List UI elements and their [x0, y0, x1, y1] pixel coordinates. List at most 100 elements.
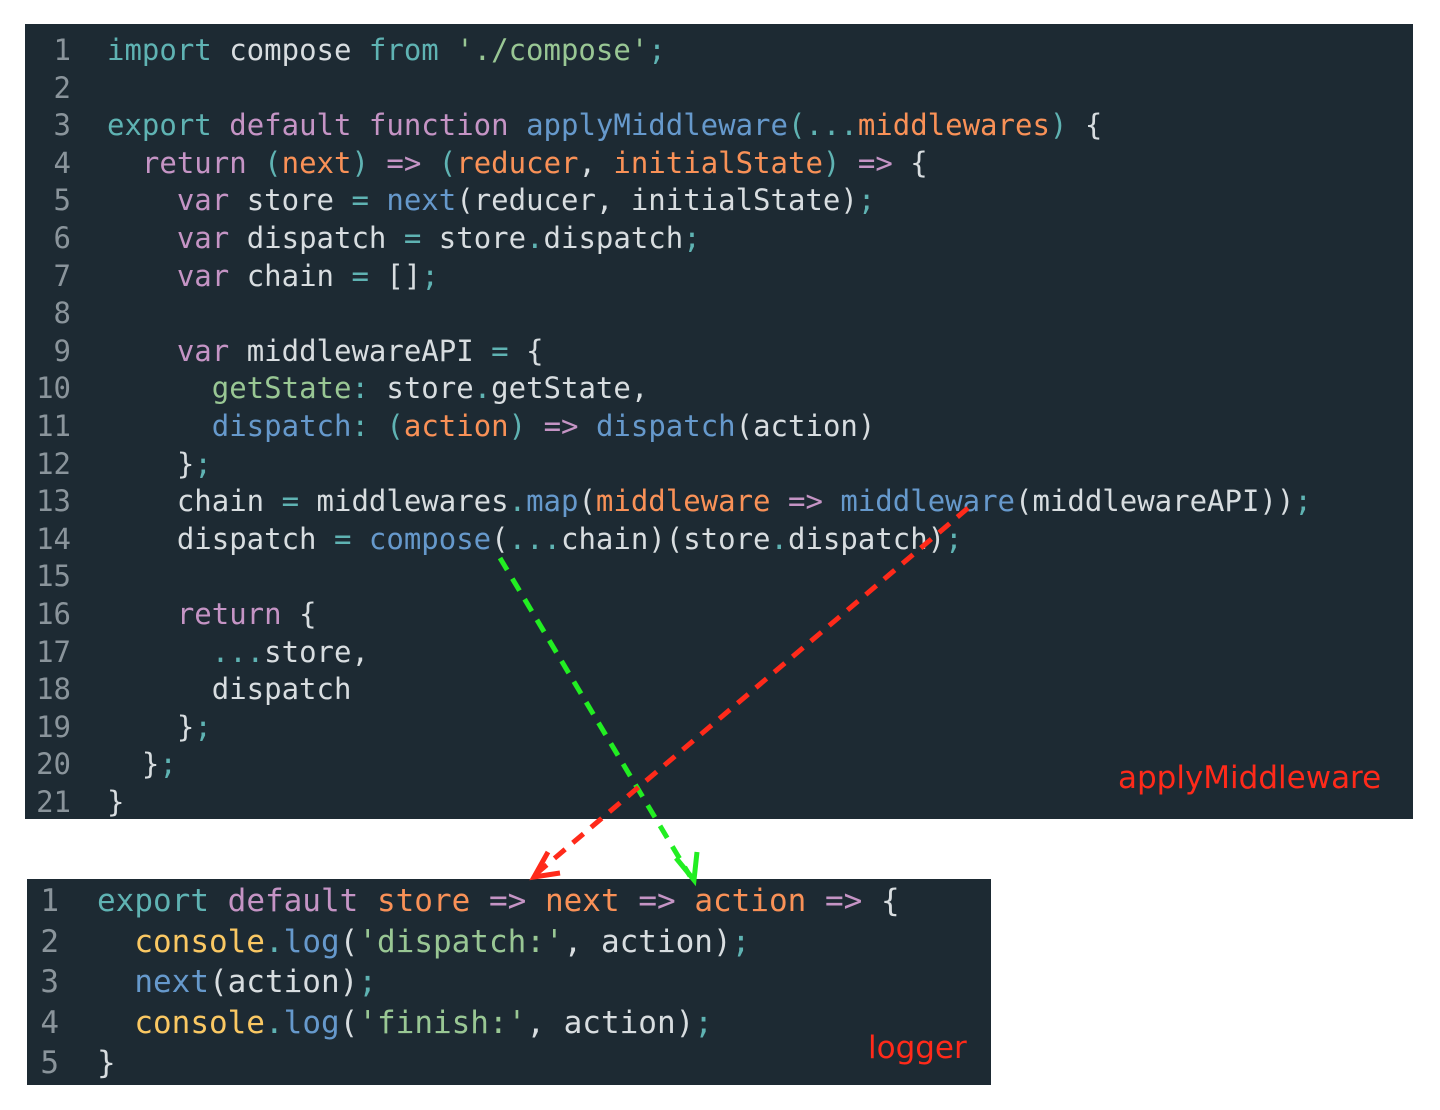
code-token: = [491, 333, 509, 368]
code-token: action [694, 883, 807, 919]
code-token: compose [368, 521, 492, 556]
line-number: 4 [53, 145, 71, 180]
code-token: dispatch [595, 408, 736, 443]
code-token [578, 409, 595, 443]
code-token: var [176, 333, 230, 368]
code-token [107, 334, 177, 368]
line-number: 10 [36, 371, 71, 406]
code-token: . [508, 484, 527, 519]
code-line: 5} [27, 1043, 900, 1084]
code-token: initialState [613, 145, 823, 180]
code-token [509, 108, 526, 142]
code-token: } [107, 446, 195, 481]
code-token: ; [194, 446, 212, 481]
code-token: ... [508, 521, 561, 556]
code-token: ( [578, 484, 596, 519]
code-token [526, 883, 545, 919]
code-token: [] [368, 258, 422, 293]
line-number: 19 [36, 709, 71, 744]
code-token: next [134, 964, 209, 1001]
line-number: 18 [36, 672, 71, 707]
code-line: 4 return (next) => (reducer, initialStat… [25, 145, 1312, 183]
code-line: 15 [25, 558, 1312, 596]
code-token: (action) [208, 964, 359, 1001]
line-number: 3 [53, 108, 71, 143]
code-token [97, 1005, 134, 1041]
code-token: return [141, 145, 247, 180]
code-token: { [508, 333, 544, 368]
code-token [97, 964, 134, 1000]
code-token: getState [211, 371, 352, 406]
code-text: var middlewareAPI = { [107, 333, 544, 371]
code-token: { [892, 145, 928, 180]
code-token: ; [648, 33, 666, 67]
line-number: 9 [53, 333, 71, 368]
code-token: middleware [595, 484, 771, 519]
code-token: console [134, 1004, 265, 1041]
code-token: ; [683, 220, 701, 255]
line-number: 13 [36, 484, 71, 519]
code-token: (action) [735, 408, 876, 443]
line-number: 1 [53, 33, 71, 67]
code-token [526, 409, 543, 443]
line-number: 6 [53, 220, 71, 255]
code-token [107, 371, 212, 405]
code-token: ; [857, 183, 876, 218]
code-token: => [488, 883, 527, 919]
code-token: chain [229, 258, 352, 293]
code-token: ) [508, 408, 527, 443]
code-token: dispatch [107, 521, 334, 556]
code-token: getState, [491, 371, 649, 406]
code-token: compose [211, 33, 369, 67]
code-token [107, 146, 142, 180]
code-token: middlewares [299, 484, 509, 519]
code-token: default [227, 883, 359, 919]
code-token: dispatch [229, 220, 404, 255]
line-number: 11 [36, 408, 71, 443]
code-token: console [134, 923, 265, 960]
code-token: ; [731, 923, 751, 960]
line-number: 16 [36, 596, 71, 631]
code-text: return { [107, 596, 317, 634]
apply-middleware-label: applyMiddleware [1118, 760, 1382, 796]
code-text: dispatch [107, 671, 352, 709]
code-token: ; [194, 709, 212, 744]
code-token: store [421, 220, 527, 255]
code-token: ( [787, 108, 806, 143]
code-token [209, 883, 228, 919]
code-token: ( [438, 145, 457, 180]
line-number: 12 [36, 446, 71, 481]
line-number: 21 [36, 784, 71, 819]
code-token: ... [211, 634, 265, 669]
code-token: log [283, 923, 340, 960]
code-text: var dispatch = store.dispatch; [107, 220, 701, 258]
code-token: => [638, 883, 676, 919]
line-number: 5 [53, 183, 71, 218]
code-text: getState: store.getState, [107, 370, 649, 408]
code-token: . [264, 1004, 284, 1041]
code-token: function [368, 108, 509, 143]
code-token: = [333, 521, 352, 556]
code-token: store [376, 883, 471, 919]
code-token [351, 522, 368, 556]
code-text: console.log('dispatch:', action); [97, 922, 750, 963]
code-token [806, 883, 825, 919]
code-token [620, 883, 639, 919]
code-token: next [544, 883, 620, 919]
code-token: chain [107, 484, 282, 519]
code-token: ) [822, 145, 841, 180]
code-text: ...store, [107, 634, 369, 672]
line-number: 17 [36, 634, 71, 669]
code-token: = [351, 258, 369, 293]
code-line: 10 getState: store.getState, [25, 370, 1312, 408]
code-token: ( [491, 521, 509, 556]
code-token: ; [421, 258, 439, 293]
code-token: var [176, 258, 230, 293]
code-token: => [857, 145, 893, 180]
code-line: 8 [25, 295, 1312, 333]
code-token: ( [339, 923, 359, 960]
code-token: log [283, 1004, 340, 1041]
